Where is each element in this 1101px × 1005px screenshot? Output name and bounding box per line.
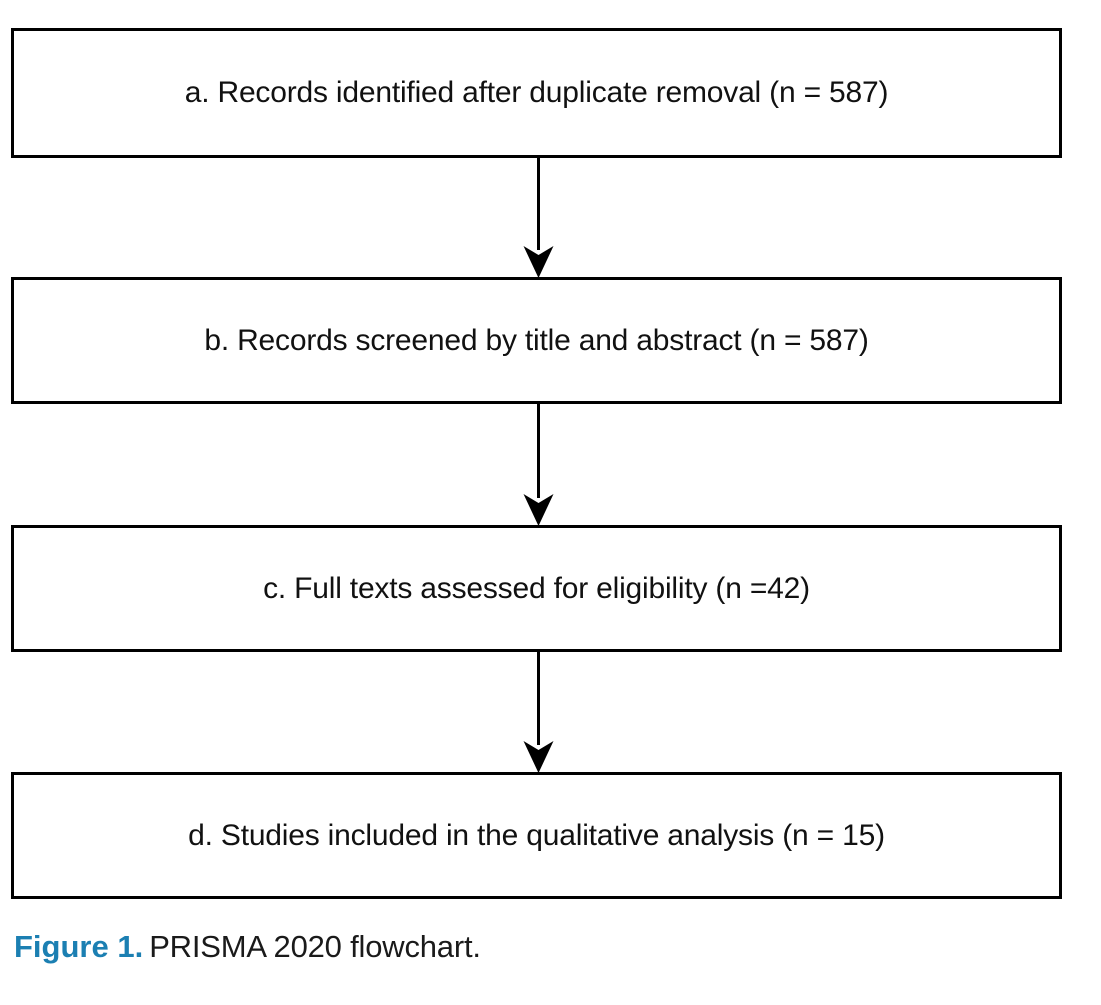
down-arrow-icon — [523, 157, 554, 278]
flow-arrow-c-to-d — [523, 651, 554, 773]
down-arrow-icon — [523, 651, 554, 773]
flow-node-c-label: c. Full texts assessed for eligibility (… — [263, 571, 810, 605]
flow-node-d-label: d. Studies included in the qualitative a… — [188, 818, 885, 852]
figure-caption: Figure 1.PRISMA 2020 flowchart. — [14, 928, 481, 966]
flow-node-b: b. Records screened by title and abstrac… — [11, 277, 1062, 404]
figure-caption-text: PRISMA 2020 flowchart. — [149, 929, 481, 964]
flow-node-b-label: b. Records screened by title and abstrac… — [204, 323, 869, 357]
flow-node-c: c. Full texts assessed for eligibility (… — [11, 525, 1062, 652]
figure-caption-number: Figure 1. — [14, 929, 144, 964]
flow-node-a: a. Records identified after duplicate re… — [11, 28, 1062, 158]
flow-arrow-a-to-b — [523, 157, 554, 278]
down-arrow-icon — [523, 403, 554, 526]
flow-node-d: d. Studies included in the qualitative a… — [11, 772, 1062, 899]
flow-arrow-b-to-c — [523, 403, 554, 526]
flow-node-a-label: a. Records identified after duplicate re… — [184, 76, 889, 109]
